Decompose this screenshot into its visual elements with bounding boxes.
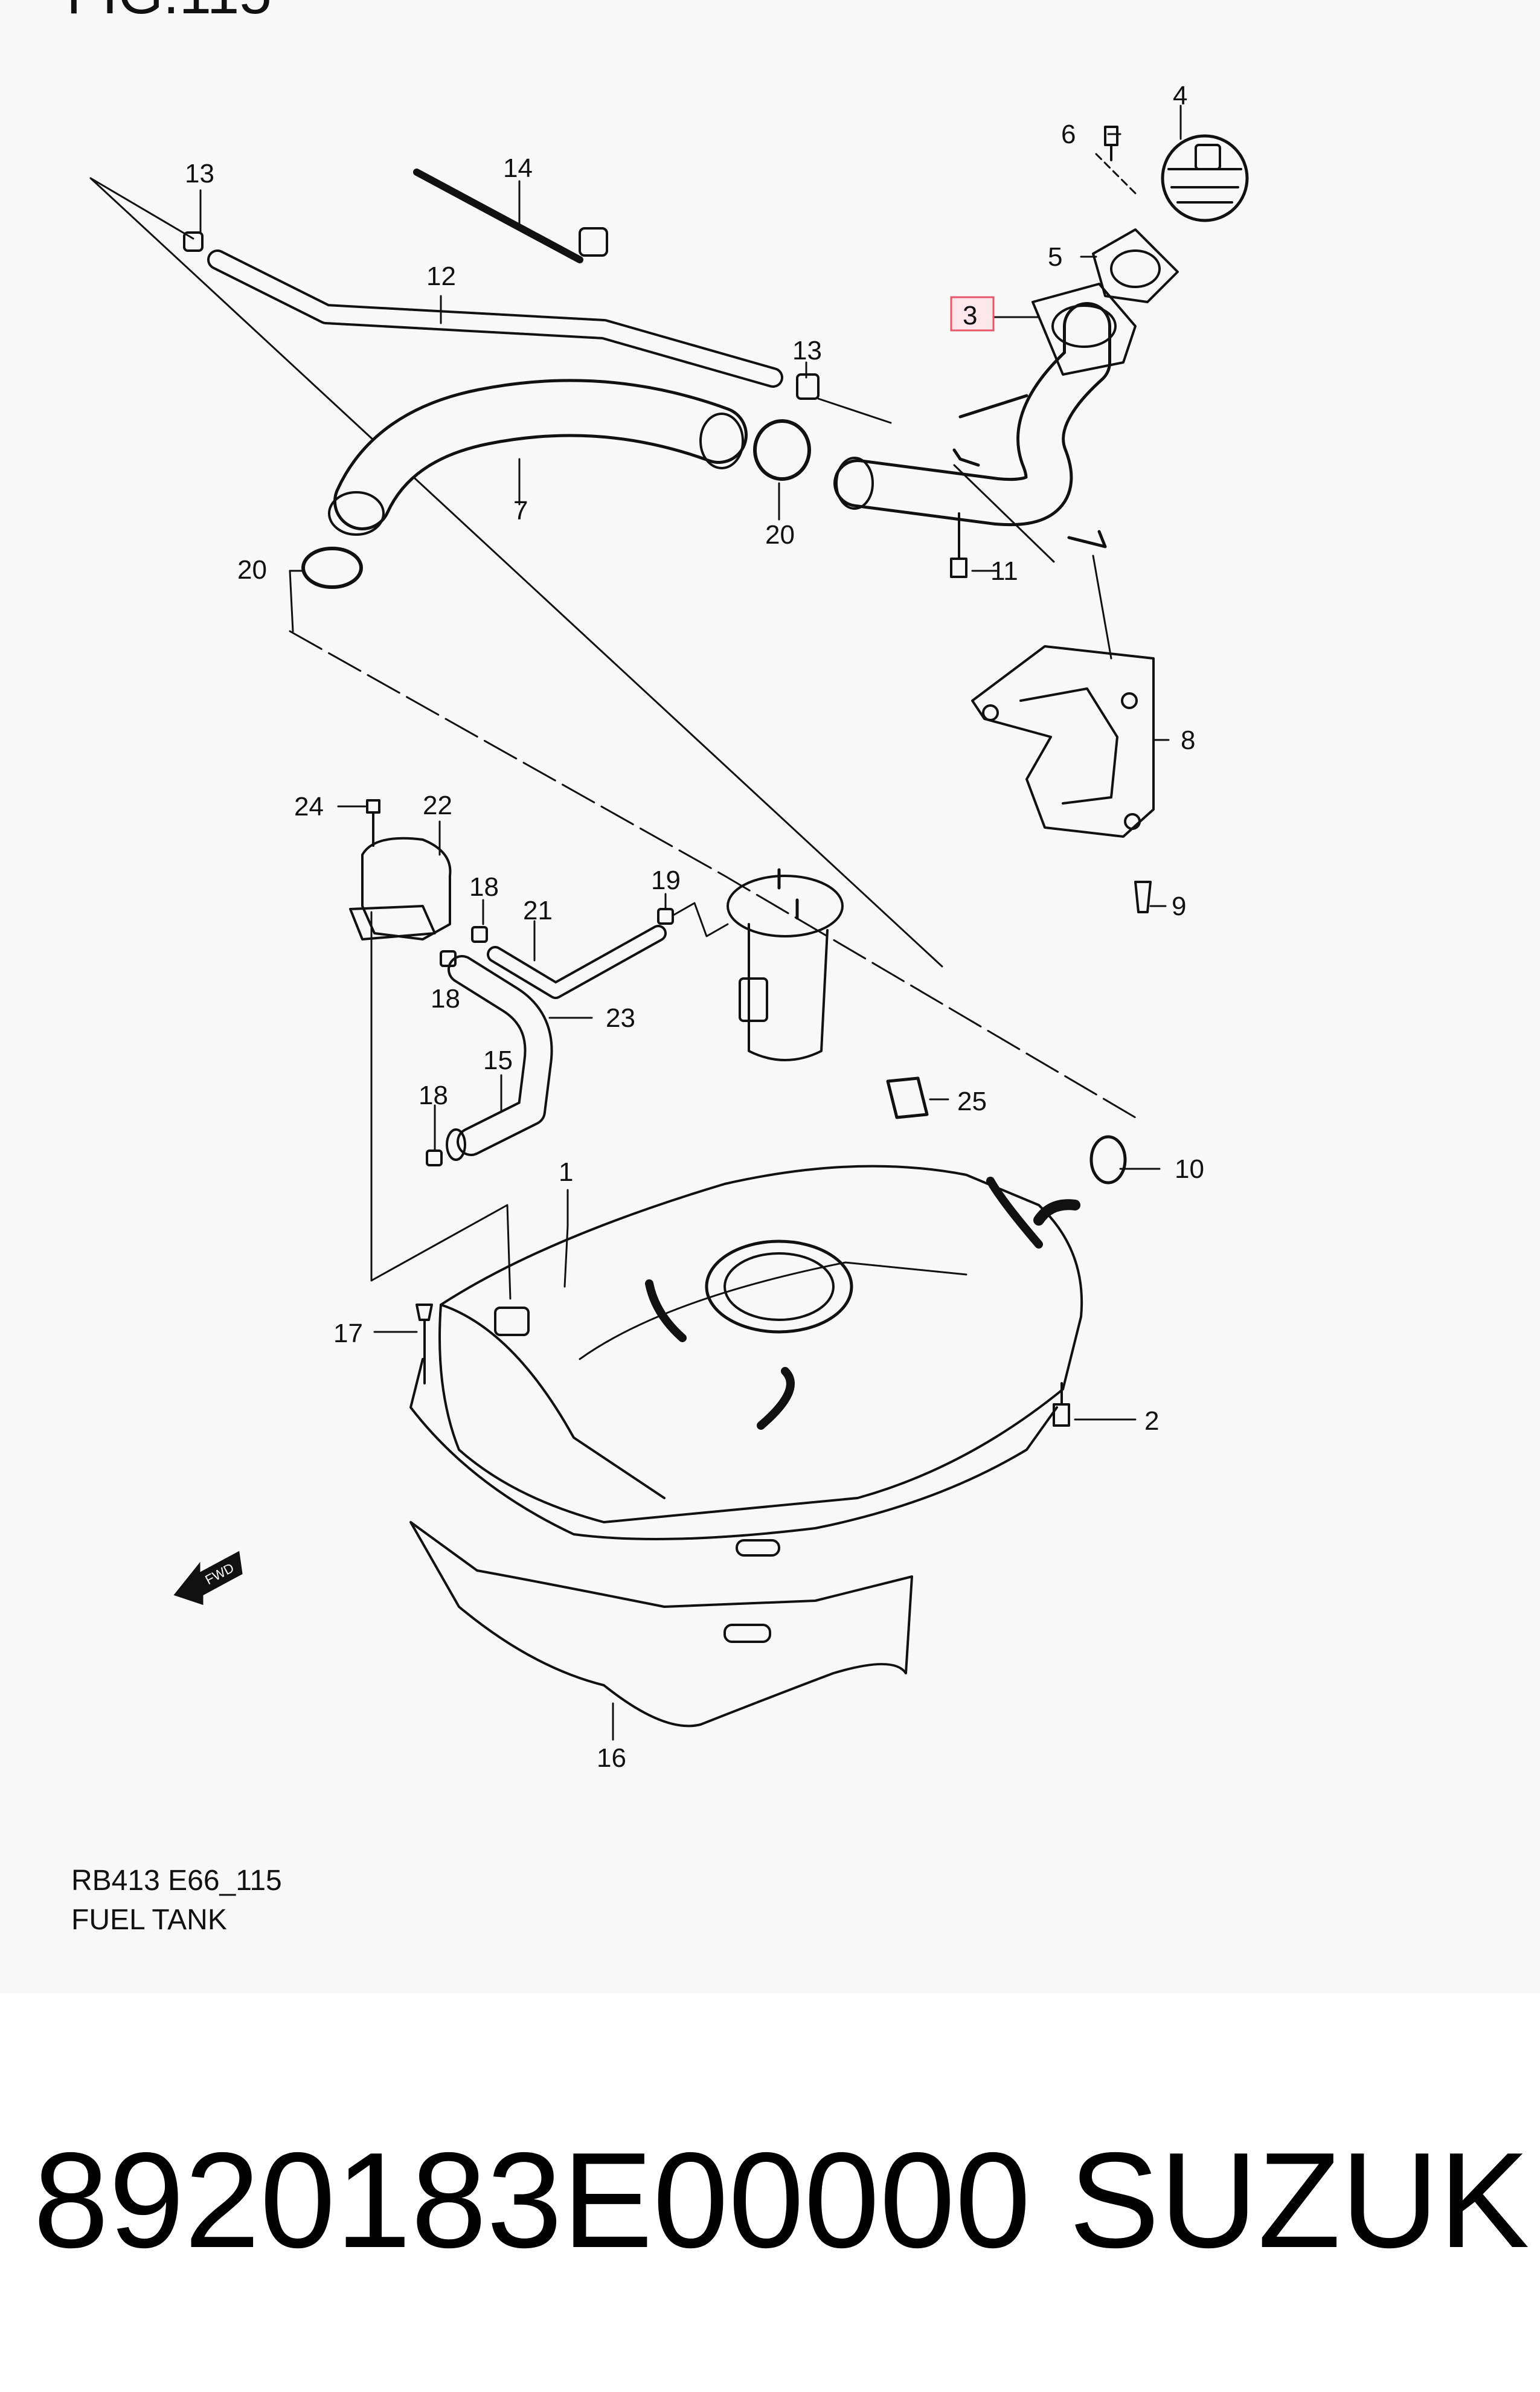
part-8-plate <box>971 645 1155 838</box>
fuel-pump-opening <box>705 1239 853 1334</box>
fwd-arrow-icon: FWD <box>173 1551 243 1606</box>
callout-17: 17 <box>333 1319 363 1348</box>
callout-18-lower: 18 <box>419 1081 448 1110</box>
part-2-bolt <box>1053 1382 1070 1427</box>
part-1-tank-top <box>438 1165 1083 1523</box>
callout-12: 12 <box>426 262 456 291</box>
part-20-clamp-right <box>753 419 811 481</box>
part-14-rod <box>413 169 583 263</box>
figure-title: FUEL TANK <box>71 1904 227 1936</box>
callout-24: 24 <box>294 792 324 821</box>
callout-19: 19 <box>651 866 681 895</box>
callout-18-upper: 18 <box>469 872 499 902</box>
callout-21: 21 <box>523 896 553 925</box>
part-14-clip <box>579 227 608 257</box>
part-9-clip <box>1134 881 1152 913</box>
callout-2: 2 <box>1144 1406 1159 1436</box>
part-6-screw <box>1104 126 1118 161</box>
callout-9: 9 <box>1172 892 1186 921</box>
callout-18-middle: 18 <box>431 984 460 1014</box>
callout-23: 23 <box>606 1003 635 1033</box>
highlight-box-part-3 <box>950 296 995 332</box>
tank-handle-left <box>645 1279 687 1342</box>
part-18-clip-b <box>440 950 457 967</box>
callout-4: 4 <box>1173 81 1187 111</box>
callout-8: 8 <box>1181 725 1195 755</box>
part-10-grommet <box>1089 1135 1127 1185</box>
callout-25: 25 <box>957 1087 987 1116</box>
callout-5: 5 <box>1048 242 1062 272</box>
tank-handle-right <box>757 1367 795 1430</box>
callout-15: 15 <box>483 1046 513 1075</box>
callout-16: 16 <box>597 1743 626 1773</box>
part-22-filter <box>361 837 452 940</box>
part-11-bolt <box>950 512 967 578</box>
callout-1: 1 <box>559 1157 573 1187</box>
fuel-pump-body <box>748 923 829 1061</box>
callout-11: 11 <box>990 556 1018 586</box>
part-5-gasket <box>1092 228 1179 303</box>
callout-13-right: 13 <box>792 336 822 365</box>
figure-code: RB413 E66_115 <box>71 1865 282 1897</box>
guide-line-left-upper <box>89 177 943 968</box>
part-13-clip-right <box>796 373 820 400</box>
part-17-screw <box>415 1304 433 1384</box>
callout-14: 14 <box>503 153 533 183</box>
part-24-bolt <box>366 799 380 847</box>
callout-22: 22 <box>423 791 452 820</box>
part-20-clamp-left <box>301 547 363 589</box>
callout-6: 6 <box>1061 120 1076 149</box>
callout-3: 3 <box>963 301 977 330</box>
part-18-clip-c <box>426 1149 443 1166</box>
callout-10: 10 <box>1175 1154 1204 1184</box>
callout-20-right: 20 <box>765 520 795 550</box>
part-4-cap <box>1161 134 1249 222</box>
part-3-bracket <box>958 394 1107 548</box>
fuel-pump-plate <box>727 875 844 937</box>
callout-labels: 1 2 3 4 5 6 7 8 9 10 11 12 13 13 14 15 1… <box>185 81 1204 1773</box>
exploded-parts-diagram: FWD 1 2 3 4 5 6 7 8 9 10 11 12 13 13 14 … <box>89 81 1249 1773</box>
guide-line-center <box>289 630 1137 1119</box>
brand-name: SUZUKI <box>1069 2124 1540 2276</box>
figure-header: FIG.115 <box>66 0 272 23</box>
part-13-clip-left <box>183 231 204 252</box>
callout-13-left: 13 <box>185 159 214 188</box>
part-3-flange <box>1031 283 1137 376</box>
part-19-clip <box>657 908 674 925</box>
part-number: 8920183E00000 <box>33 2124 1031 2276</box>
callout-7: 7 <box>513 496 528 526</box>
part-18-clip-a <box>471 926 488 943</box>
part-16-tray <box>409 1521 913 1728</box>
part-25-sheet <box>886 1076 929 1119</box>
part-info-bar <box>0 1993 1540 2392</box>
callout-20-left: 20 <box>237 555 267 585</box>
